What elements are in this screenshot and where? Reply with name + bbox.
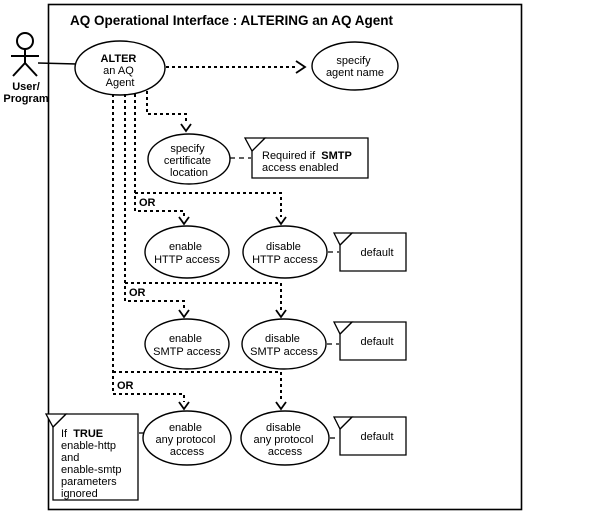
usecase-disable-any-protocol-label: disable any protocol access (254, 422, 317, 458)
arrowhead-enable-http (178, 216, 190, 226)
arrowhead-certificate (180, 123, 192, 133)
usecase-disable-smtp-label: disable SMTP access (250, 333, 318, 358)
note-if-true: If TRUE enable-http and enable-smtp para… (44, 413, 145, 501)
note-default-any-fold-icon (332, 416, 354, 431)
usecase-enable-smtp (144, 318, 230, 370)
association-actor-alter (37, 62, 78, 65)
or-label-smtp: OR (129, 287, 146, 299)
usecase-specify-agent-name-label: specify agent name (326, 55, 384, 79)
note-default-http-text: default (360, 247, 393, 259)
note-default-any-text: default (360, 431, 393, 443)
arrowhead-disable-http (275, 216, 287, 226)
usecase-disable-http (242, 225, 328, 279)
actor-leg-left (12, 62, 26, 77)
note-default-smtp-fold-icon (332, 321, 354, 336)
usecase-alter (74, 40, 166, 96)
usecase-enable-http-label: enable HTTP access (154, 241, 220, 266)
note-certificate-fold-icon (243, 137, 267, 153)
connector-alter-disable-any (113, 371, 282, 402)
note-default-smtp: default (327, 321, 407, 361)
connector-alter-enable-smtp (124, 94, 185, 310)
usecase-specify-agent-name (311, 41, 399, 91)
usecase-specify-certificate-location (147, 133, 231, 185)
arrowhead-disable-any (275, 401, 287, 411)
note-if-true-text: If TRUE enable-http and enable-smtp para… (61, 428, 125, 500)
note-certificate-text: Required if SMTP access enabled (262, 150, 355, 174)
actor-user-program-icon (11, 32, 39, 77)
note-certificate-required: Required if SMTP access enabled (230, 137, 369, 179)
connector-alter-disable-smtp (125, 282, 282, 310)
usecase-disable-smtp (241, 318, 327, 370)
or-label-any: OR (117, 380, 134, 392)
connector-alter-enable-any (112, 94, 185, 402)
actor-head (16, 32, 34, 50)
usecase-enable-any-protocol-label: enable any protocol access (156, 422, 219, 458)
usecase-disable-any-protocol (240, 410, 330, 466)
actor-leg-right (24, 62, 38, 77)
connector-alter-enable-http (134, 94, 185, 218)
usecase-enable-smtp-label: enable SMTP access (153, 333, 221, 358)
usecase-enable-http (144, 225, 230, 279)
note-default-smtp-text: default (360, 336, 393, 348)
actor-label-line2: Program (3, 93, 48, 105)
or-label-http: OR (139, 197, 156, 209)
diagram-title: AQ Operational Interface : ALTERING an A… (70, 13, 394, 28)
usecase-alter-label: ALTER an AQ Agent (101, 53, 140, 89)
note-default-any: default (330, 416, 407, 456)
note-default-http: default (328, 232, 407, 272)
note-if-true-fold-icon (44, 413, 68, 429)
usecase-enable-any-protocol (142, 410, 232, 466)
actor-label-line1: User/ (12, 81, 40, 93)
usecase-specify-certificate-location-label: specify certificate location (164, 143, 214, 179)
arrowhead-enable-any (178, 401, 190, 411)
connector-alter-certificate (146, 91, 187, 124)
connector-alter-disable-http (135, 192, 282, 217)
usecase-disable-http-label: disable HTTP access (252, 241, 318, 266)
arrowhead-agent-name (295, 60, 307, 74)
arrowhead-disable-smtp (275, 309, 287, 319)
note-default-http-fold-icon (332, 232, 354, 247)
arrowhead-enable-smtp (178, 309, 190, 319)
